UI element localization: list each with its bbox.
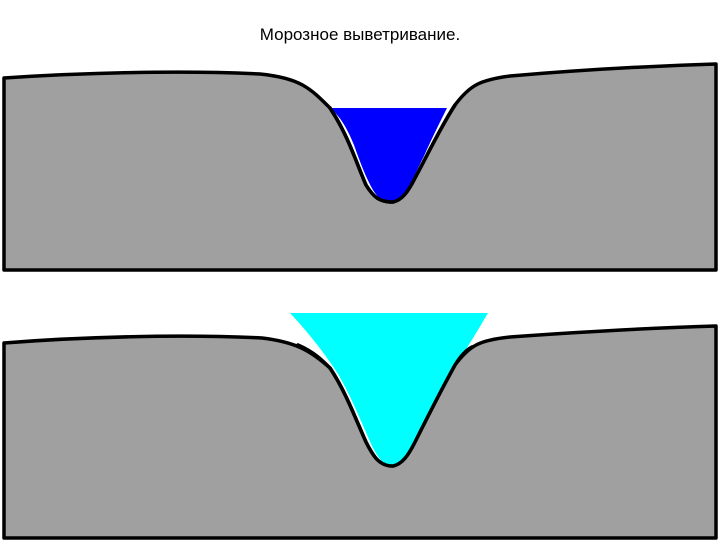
ice-fill: [290, 313, 488, 466]
ice-panel: [2, 313, 718, 540]
water-fill: [330, 108, 447, 202]
water-panel: [2, 62, 718, 272]
crack-outline-top: [328, 103, 457, 204]
slide-title: Морозное выветривание.: [259, 25, 461, 44]
crack-outline-bottom: [296, 343, 474, 468]
